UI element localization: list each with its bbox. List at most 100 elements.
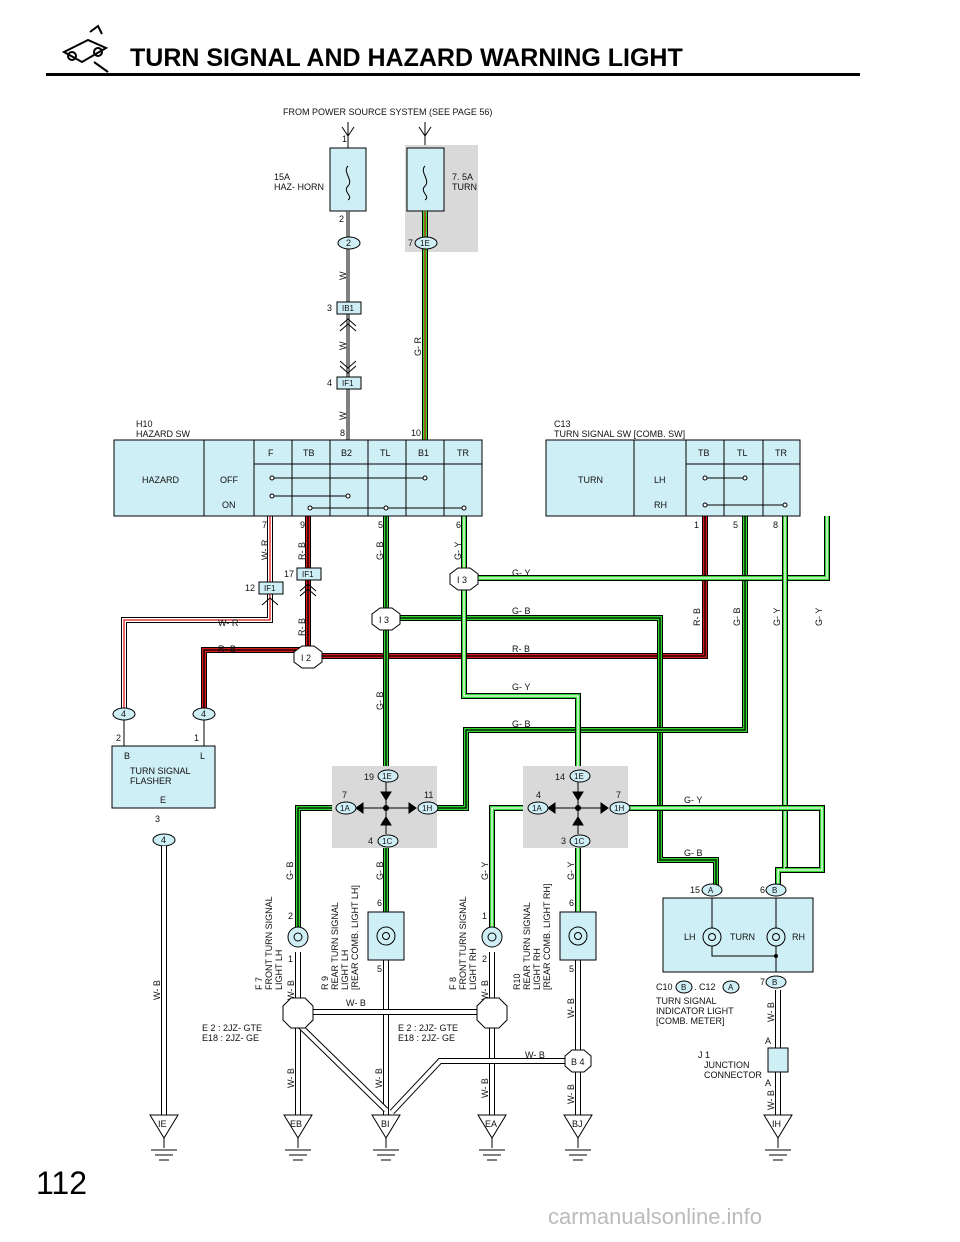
connector-label: 1C bbox=[574, 837, 584, 846]
wire-label: G- Y bbox=[684, 795, 702, 805]
lamp-pin: 5 bbox=[569, 964, 574, 974]
component-name: JUNCTION bbox=[704, 1060, 750, 1070]
component-code: C10 bbox=[656, 982, 673, 992]
connector-pin: 7 bbox=[616, 790, 621, 800]
connector-label: 1E bbox=[574, 772, 584, 781]
flasher-terminal: L bbox=[200, 751, 205, 761]
turn-signal-switch: C13 TURN SIGNAL SW [COMB. SW] TURN LH RH… bbox=[545, 419, 801, 530]
wire-label: W- B bbox=[152, 980, 162, 1000]
ground-note: E 2 : 2JZ- GTE bbox=[202, 1023, 262, 1033]
flasher-name: TURN SIGNAL bbox=[130, 766, 191, 776]
ground-point-left bbox=[282, 997, 314, 1029]
switch-pin: 10 bbox=[411, 428, 421, 438]
component-code: H10 bbox=[136, 419, 153, 429]
junction-b4: B 4 bbox=[564, 1049, 592, 1073]
junction-label: I 3 bbox=[379, 615, 389, 625]
switch-column: TL bbox=[737, 448, 748, 458]
wire-label: W bbox=[338, 271, 348, 280]
wire-label: W- B bbox=[286, 980, 296, 1000]
wire-label: G- B bbox=[684, 848, 703, 858]
flasher-pin: 2 bbox=[116, 733, 121, 743]
switch-column: TL bbox=[380, 448, 391, 458]
switch-pin: 6 bbox=[456, 520, 461, 530]
switch-position: ON bbox=[222, 500, 236, 510]
ground-point-right bbox=[476, 997, 508, 1029]
lamp-r9: 6 5 R 9 REAR TURN SIGNAL LIGHT LH [REAR … bbox=[320, 885, 405, 990]
wire-label: G- R bbox=[413, 337, 423, 356]
wire-label: G- Y bbox=[453, 542, 463, 560]
wire-label: G- B bbox=[285, 861, 295, 880]
connector-pin: 4 bbox=[327, 378, 332, 388]
lamp-f8: 1 2 F 8 FRONT TURN SIGNAL LIGHT RH bbox=[448, 896, 503, 990]
connector-label: 1C bbox=[382, 837, 392, 846]
connector-pin: 11 bbox=[424, 790, 433, 800]
connector-pin: 19 bbox=[364, 772, 374, 782]
switch-column: TR bbox=[775, 448, 787, 458]
wire-label: G- B bbox=[375, 541, 385, 560]
lamp-pin: 2 bbox=[288, 911, 293, 921]
wire-label: G- Y bbox=[480, 862, 490, 880]
connector-label: 1E bbox=[382, 772, 392, 781]
switch-label: TURN bbox=[578, 475, 603, 485]
lamp-pin: 5 bbox=[377, 964, 382, 974]
car-logo-icon bbox=[61, 24, 109, 73]
wire-labels: W- R R- B G- B G- Y W- R R- B R- B G- B … bbox=[218, 539, 824, 880]
connector-pin: 6 bbox=[760, 885, 765, 895]
ground-ea: EA bbox=[477, 1114, 507, 1161]
switch-position: RH bbox=[654, 500, 667, 510]
junction-block-left-content bbox=[355, 782, 417, 834]
indicator-label: LH bbox=[684, 932, 696, 942]
switch-position: OFF bbox=[220, 475, 238, 485]
wire-label: R- B bbox=[297, 542, 307, 560]
turn-indicator-light: A 15 B 6 LH TURN RH B 7 C10 B . C12 A TU… bbox=[656, 883, 814, 1026]
connector-label: 4 bbox=[201, 709, 206, 719]
wire-label: W- B bbox=[766, 1090, 776, 1110]
lamp-name: FRONT TURN SIGNAL bbox=[458, 896, 468, 990]
connector-chevron bbox=[261, 597, 279, 606]
page-number: 112 bbox=[36, 1165, 88, 1201]
junction-label: I 3 bbox=[457, 575, 467, 585]
flasher-terminal: B bbox=[124, 751, 130, 761]
lamp-code: F 8 bbox=[448, 977, 458, 990]
wire-label: R- B bbox=[218, 644, 236, 654]
if1-connector bbox=[336, 376, 362, 390]
wire-label: G- B bbox=[732, 607, 742, 626]
junction-i2: I 2 bbox=[293, 645, 323, 669]
component-code: J 1 bbox=[698, 1050, 710, 1060]
wire-label: W- B bbox=[566, 998, 576, 1018]
haz-horn-fuse-icon bbox=[345, 165, 351, 201]
junction-block-right-content bbox=[547, 782, 609, 834]
ground-label: BI bbox=[381, 1119, 390, 1129]
connector-chevron bbox=[339, 360, 357, 374]
flasher-terminal: E bbox=[160, 795, 166, 805]
wire-label: G- B bbox=[512, 719, 531, 729]
fuse-name: TURN bbox=[452, 182, 477, 192]
connector-label: A bbox=[708, 886, 714, 895]
connector-pin: 7 bbox=[760, 977, 765, 987]
connector-pin: 12 bbox=[245, 583, 255, 593]
ground-label: IH bbox=[772, 1119, 781, 1129]
wire-label: W- B bbox=[374, 1068, 384, 1088]
component-code: . C12 bbox=[694, 982, 716, 992]
ground-label: EA bbox=[485, 1119, 497, 1129]
ground-eb: EB bbox=[283, 1114, 313, 1161]
switch-column: TB bbox=[698, 448, 710, 458]
lamp-name: LIGHT LH bbox=[340, 950, 350, 990]
ib1-connector bbox=[336, 301, 362, 315]
lamp-name: LIGHT RH bbox=[532, 948, 542, 990]
connector-label: B bbox=[681, 983, 686, 992]
connector-pin: A bbox=[765, 1078, 771, 1088]
flasher-pin: 1 bbox=[194, 733, 199, 743]
connector-pin: 3 bbox=[327, 303, 332, 313]
wire-label: G- B bbox=[375, 861, 385, 880]
connector-label: 1A bbox=[532, 804, 542, 813]
lamp-f7: 2 1 F 7 FRONT TURN SIGNAL LIGHT LH bbox=[254, 896, 309, 990]
component-code: C13 bbox=[554, 419, 571, 429]
lamp-name: REAR TURN SIGNAL bbox=[330, 902, 340, 990]
jb-left-connectors: 1E 19 1A 7 1H 11 1C 4 bbox=[335, 769, 439, 848]
wire-gy bbox=[461, 516, 830, 930]
fuse-rating: 7. 5A bbox=[452, 172, 473, 182]
fuse-connector bbox=[414, 236, 438, 250]
lamp-pin: 2 bbox=[482, 954, 487, 964]
